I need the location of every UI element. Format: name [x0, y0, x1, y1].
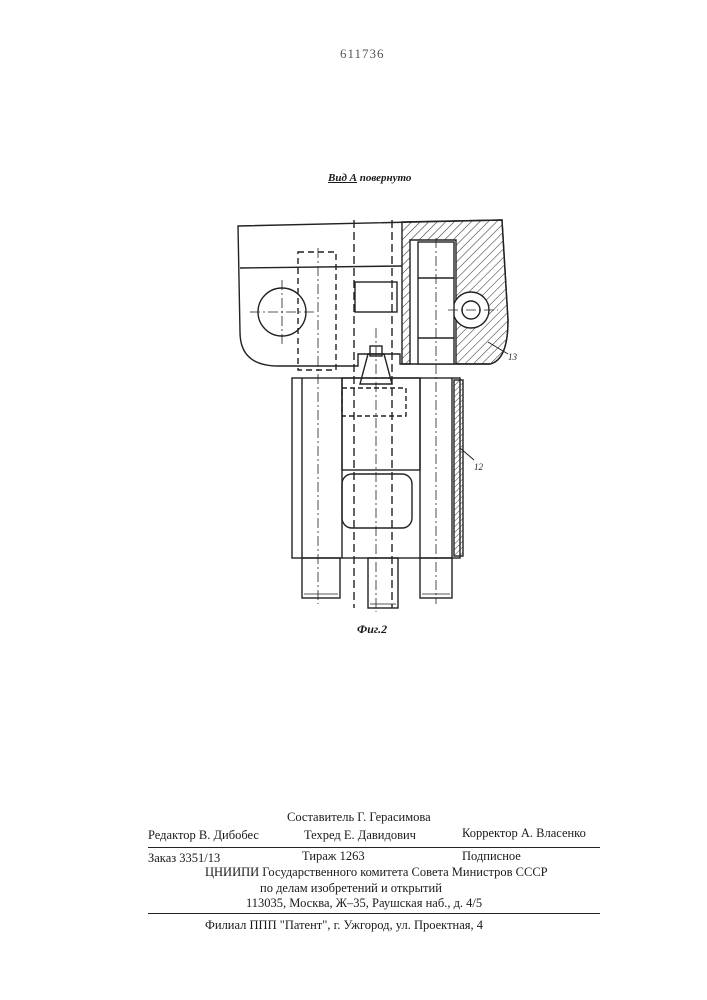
side-plate [454, 380, 463, 556]
technical-drawing: 13 12 [230, 208, 520, 618]
patent-number: 611736 [340, 46, 385, 62]
circulation: Тираж 1263 [302, 849, 365, 864]
tech-editor: Техред Е. Давидович [304, 828, 416, 843]
center-shaft [368, 558, 398, 608]
address: 113035, Москва, Ж–35, Раушская наб., д. … [246, 896, 482, 911]
callout-12: 12 [474, 462, 484, 472]
view-label-prefix: Вид А [328, 172, 357, 184]
left-shaft [302, 558, 340, 598]
divider-top [148, 847, 600, 848]
view-label-suffix: повернуто [360, 172, 412, 184]
view-label: Вид А повернуто [328, 172, 411, 184]
rounded-insert [342, 474, 412, 528]
institute-line-2: по делам изобретений и открытий [260, 881, 442, 896]
editor: Редактор В. Дибобес [148, 828, 259, 843]
compiler: Составитель Г. Герасимова [287, 810, 431, 825]
order-number: Заказ 3351/13 [148, 851, 220, 866]
institute-line-1: ЦНИИПИ Государственного комитета Совета … [205, 865, 548, 880]
subscription: Подписное [462, 849, 521, 864]
branch: Филиал ППП "Патент", г. Ужгород, ул. Про… [205, 918, 483, 933]
figure-caption: Фиг.2 [357, 622, 387, 637]
proofreader: Корректор А. Власенко [462, 826, 586, 841]
callout-13: 13 [508, 352, 518, 362]
divider-bottom [148, 913, 600, 914]
